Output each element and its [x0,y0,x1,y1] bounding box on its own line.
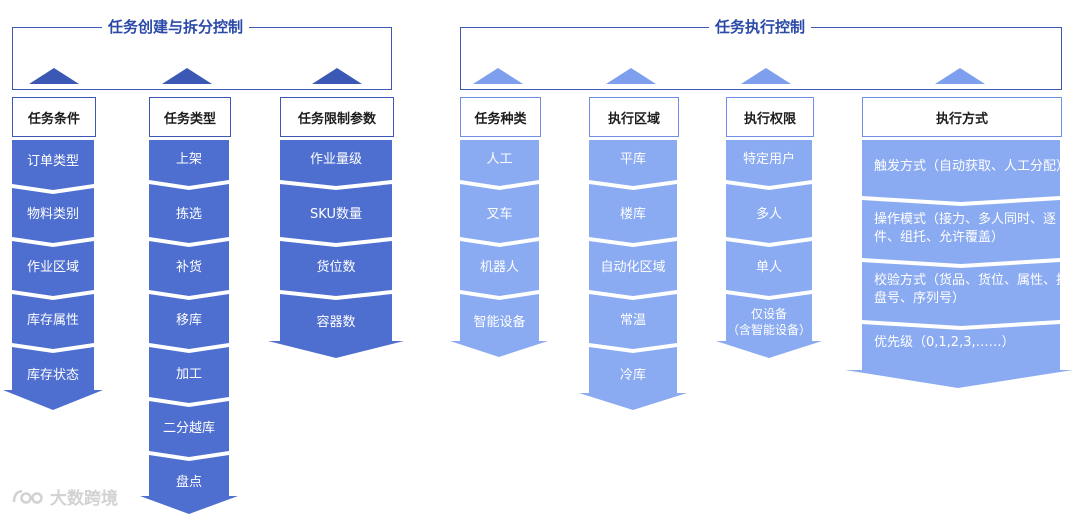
group-title-execution: 任务执行控制 [709,17,812,37]
separator-chevron [149,451,229,461]
separator-chevron [589,180,677,190]
list-item: 自动化区域 [600,259,666,275]
separator-chevron [589,290,677,300]
triangle-col-2 [162,68,212,84]
column-2-arrow [140,140,238,514]
list-item: SKU数量 [310,206,362,222]
triangle-col-1 [29,68,79,84]
column-header-task-condition: 任务条件 [12,97,96,137]
list-item: 移库 [175,312,202,328]
list-item: 多人 [755,206,782,222]
separator-chevron [280,237,392,247]
separator-chevron [12,343,94,353]
separator-chevron [12,237,94,247]
list-item: 平库 [619,152,646,167]
list-item: 订单类型 [26,154,79,169]
separator-chevron [862,258,1060,268]
list-item: 货位数 [316,259,356,275]
separator-chevron [149,397,229,407]
column-header-exec-area: 执行区域 [589,97,679,137]
column-header-exec-method: 执行方式 [862,97,1062,137]
list-item: 人工 [486,152,513,167]
group-title-creation: 任务创建与拆分控制 [102,17,250,37]
separator-chevron [726,237,812,247]
separator-chevron [460,180,539,190]
separator-chevron [589,343,677,353]
group-frame-creation [12,27,392,90]
list-item: 物料类别 [26,206,79,222]
list-item: 作业量级 [309,152,362,167]
separator-chevron [280,180,392,190]
column-1-arrow [3,140,103,410]
column-6-arrow [716,140,822,358]
dashuju-logo-icon [12,489,43,504]
separator-chevron [149,343,229,353]
separator-chevron [589,237,677,247]
watermark: 大数跨境 [12,484,118,509]
list-item: 仅设备 （含智能设备） [726,307,811,337]
list-item: 库存状态 [26,368,79,383]
separator-chevron [149,180,229,190]
list-item: 优先级（0,1,2,3,……） [874,335,1015,350]
list-item: 特定用户 [742,152,795,167]
list-item: 加工 [175,366,202,382]
column-5-arrow [579,140,687,410]
triangle-col-6 [741,68,791,84]
list-item: 二分越库 [162,420,215,436]
list-item: 楼库 [619,206,646,222]
list-item: 触发方式（自动获取、人工分配） [874,159,1070,174]
separator-chevron [12,184,94,194]
separator-chevron [280,290,392,300]
list-item: 拣选 [175,206,202,222]
column-header-task-type: 任务类型 [149,97,231,137]
list-item: 智能设备 [473,315,526,330]
triangle-col-4 [473,68,523,84]
list-item: 机器人 [479,259,519,275]
column-4-arrow [450,140,548,357]
list-item: 作业区域 [26,259,79,275]
list-item: 常温 [619,312,646,328]
list-item: 叉车 [486,206,513,222]
list-item: 盘点 [175,474,202,490]
separator-chevron [862,196,1060,206]
separator-chevron [726,290,812,300]
separator-chevron [726,180,812,190]
separator-chevron [149,237,229,247]
list-item: 补货 [175,259,202,275]
separator-chevron [12,290,94,300]
list-item: 库存属性 [26,312,79,328]
group-frame-execution [460,27,1062,90]
separator-chevron [149,290,229,300]
list-item: 操作模式（接力、多人同时、逐件、组托、允许覆盖） [874,212,1057,245]
separator-chevron [460,237,539,247]
list-item: 单人 [755,259,782,275]
triangle-col-3 [312,68,362,84]
separator-chevron [862,320,1060,330]
triangle-col-7 [935,68,985,84]
list-item: 冷库 [619,368,646,383]
watermark-text: 大数跨境 [50,489,118,509]
column-header-task-kind: 任务种类 [460,97,541,137]
list-item: 容器数 [316,315,356,330]
list-item: 上架 [175,152,202,167]
triangle-col-5 [606,68,656,84]
list-item: 校验方式（货品、货位、属性、托盘号、序列号） [874,273,1070,306]
column-header-task-limit-params: 任务限制参数 [280,97,394,137]
column-header-exec-permission: 执行权限 [726,97,814,137]
separator-chevron [460,290,539,300]
column-3-arrow [268,140,404,358]
